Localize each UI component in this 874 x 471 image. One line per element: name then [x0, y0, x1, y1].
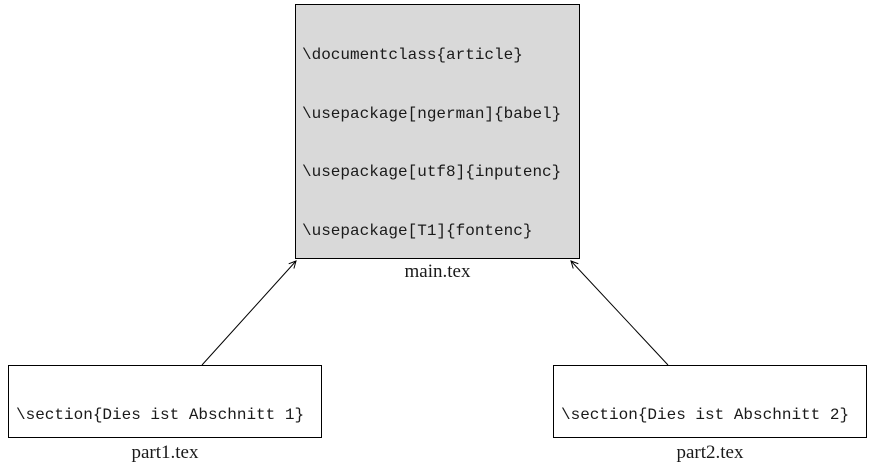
code-line: \section{Dies ist Abschnitt 1} — [16, 406, 305, 424]
part1-tex-caption: part1.tex — [131, 442, 199, 463]
part2-tex-caption: part2.tex — [676, 442, 744, 463]
part2-tex-code-box: \section{Dies ist Abschnitt 2} Hier ein … — [553, 365, 867, 438]
part1-tex-code-box: \section{Dies ist Abschnitt 1} Hier ein … — [8, 365, 322, 438]
code-line: \section{Dies ist Abschnitt 2} — [561, 406, 850, 424]
code-line: \documentclass{article} — [302, 46, 523, 64]
arrow-part2-to-main — [570, 260, 669, 366]
arrow-part1-to-main — [201, 260, 297, 366]
main-tex-code-box: \documentclass{article} \usepackage[nger… — [295, 4, 580, 259]
code-line: \usepackage[T1]{fontenc} — [302, 222, 533, 241]
main-tex-caption: main.tex — [404, 261, 471, 282]
code-line: \usepackage[ngerman]{babel} — [302, 104, 562, 123]
code-line: \usepackage[utf8]{inputenc} — [302, 163, 562, 182]
